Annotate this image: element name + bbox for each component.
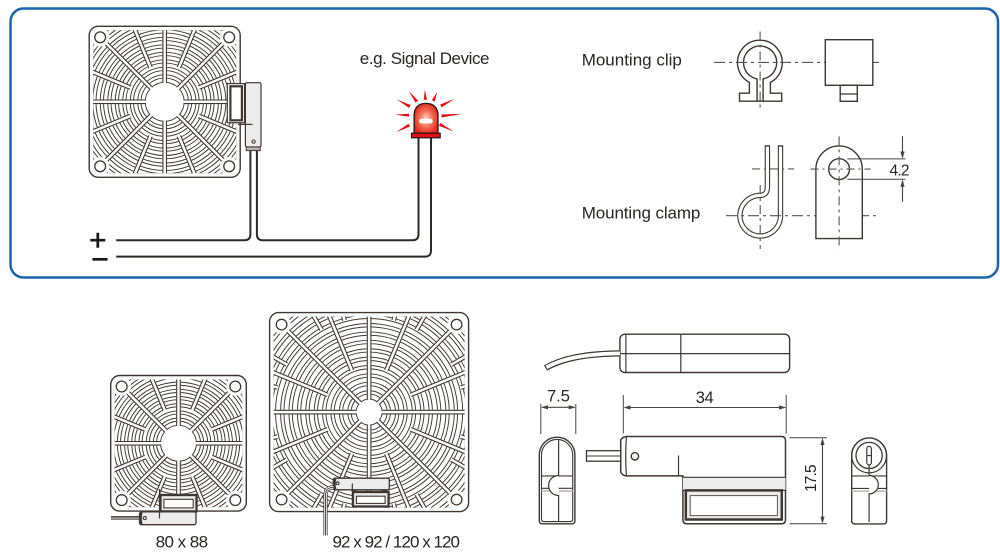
svg-text:7.5: 7.5 xyxy=(547,388,570,406)
svg-text:80 x 88: 80 x 88 xyxy=(156,532,208,550)
svg-text:Mounting clip: Mounting clip xyxy=(582,51,682,70)
svg-text:17.5: 17.5 xyxy=(803,465,820,492)
svg-text:e.g. Signal Device: e.g. Signal Device xyxy=(360,49,489,68)
svg-text:Mounting clamp: Mounting clamp xyxy=(582,203,701,222)
svg-text:34: 34 xyxy=(696,389,714,407)
svg-text:4.2: 4.2 xyxy=(890,163,909,180)
svg-text:92 x 92 / 120 x 120: 92 x 92 / 120 x 120 xyxy=(333,532,460,550)
